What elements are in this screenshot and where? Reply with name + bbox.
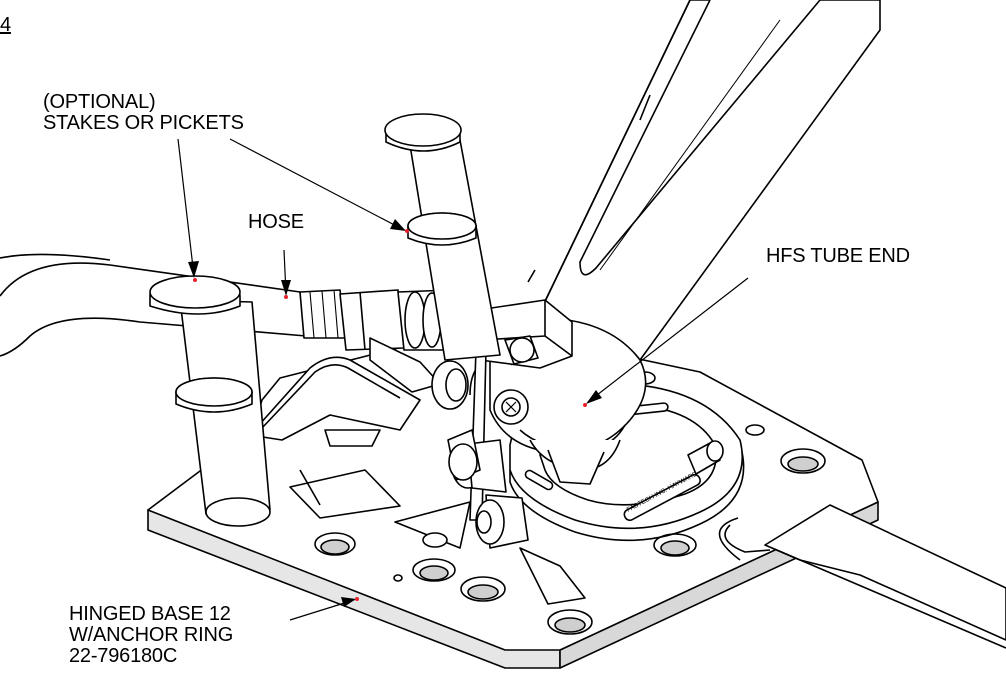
base-label-line3: 22-796180C	[69, 645, 178, 667]
stakes-label-line2: STAKES OR PICKETS	[43, 112, 244, 134]
base-label-line1: HINGED BASE 12	[69, 603, 231, 625]
leader-tube-end	[587, 277, 749, 403]
base-label: HINGED BASE 12 W/ANCHOR RING 22-796180C	[69, 604, 233, 667]
tube-end-label: HFS TUBE END	[766, 245, 910, 267]
stake-rear	[384, 113, 501, 361]
stakes-label-line1: (OPTIONAL)	[43, 91, 156, 113]
leader-stakes-front	[177, 138, 195, 277]
leader-stakes-rear	[229, 138, 405, 231]
base-fitting	[447, 429, 481, 481]
leader-tips	[193, 229, 587, 601]
hose-label: HOSE	[248, 211, 304, 233]
figure-number: 4	[0, 14, 11, 36]
arrow-heads	[188, 219, 602, 607]
stakes-label: (OPTIONAL) STAKES OR PICKETS	[43, 92, 244, 134]
strap	[718, 504, 1006, 649]
stake-front	[149, 275, 271, 527]
base-label-line2: W/ANCHOR RING	[69, 624, 234, 646]
